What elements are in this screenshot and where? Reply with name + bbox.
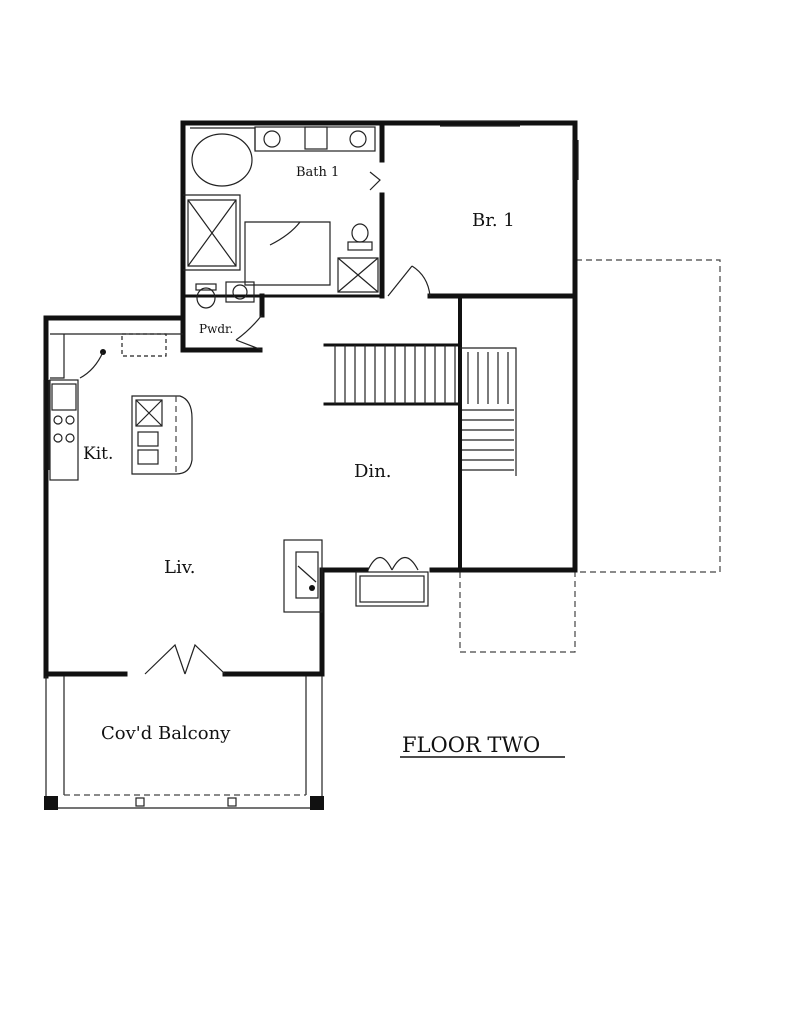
- dashed-outline-east: [459, 259, 721, 653]
- room-label-liv: Liv.: [164, 557, 195, 578]
- kitchen: [49, 333, 193, 481]
- fireplace: [283, 539, 323, 613]
- living-french-doors: [144, 643, 226, 675]
- stair-treads-lower: [462, 409, 514, 471]
- room-label-kit: Kit.: [83, 444, 113, 464]
- interior-walls: [181, 120, 578, 572]
- room-label-bath1: Bath 1: [296, 165, 339, 180]
- plan-title: FLOOR TWO: [402, 733, 540, 757]
- windows: [43, 120, 579, 470]
- room-label-din: Din.: [354, 461, 392, 482]
- powder-fixtures: [195, 281, 263, 351]
- room-label-pwdr: Pwdr.: [199, 322, 233, 336]
- room-label-br1: Br. 1: [472, 210, 515, 231]
- exterior-walls: [43, 120, 578, 679]
- covered-balcony: [44, 676, 324, 810]
- bath1-fixtures: [190, 126, 381, 251]
- dining-bay: [355, 556, 429, 607]
- room-label-balcony: Cov'd Balcony: [101, 723, 231, 744]
- stairs: [323, 343, 517, 476]
- br1-door: [387, 265, 431, 297]
- stair-treads-upper: [334, 345, 456, 404]
